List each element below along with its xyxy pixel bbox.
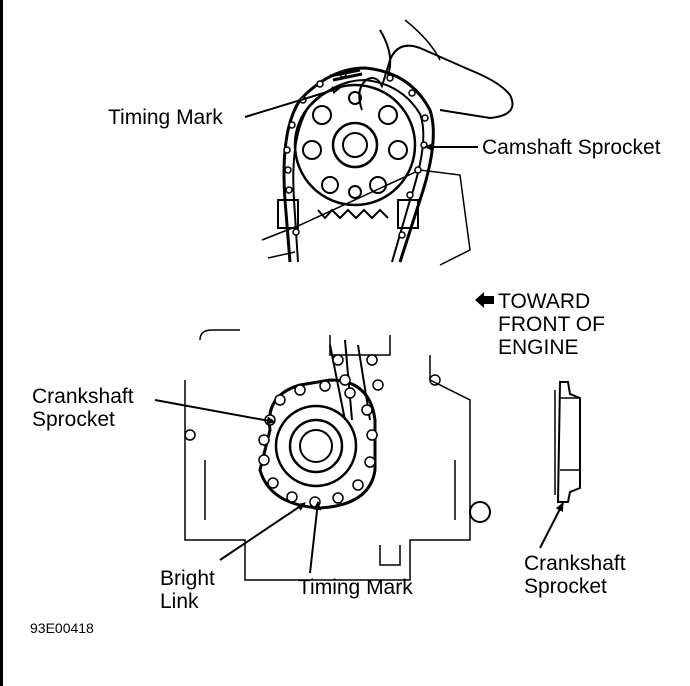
label-crankshaft-sprocket-left: Crankshaft Sprocket xyxy=(32,385,134,431)
leader-bright-link xyxy=(219,502,306,561)
cam-chain xyxy=(282,66,435,263)
label-toward-front-of-engine: TOWARD FRONT OF ENGINE xyxy=(498,290,605,359)
label-crankshaft-sprocket-right: Crankshaft Sprocket xyxy=(524,552,626,598)
leader-crankshaft-sprocket-right xyxy=(539,502,564,549)
figure-code: 93E00418 xyxy=(30,620,94,636)
crankshaft-sprocket-side-view xyxy=(554,381,581,503)
left-border-rule xyxy=(0,0,3,686)
camshaft-sprocket xyxy=(293,83,417,207)
leader-timing-mark-bottom xyxy=(309,501,322,574)
hand-outline xyxy=(358,44,514,120)
label-bright-link: Bright Link xyxy=(160,567,215,613)
crankshaft-sprocket xyxy=(274,404,358,488)
crankshaft-assembly xyxy=(184,329,491,581)
leader-crankshaft-sprocket-left xyxy=(154,399,276,425)
leader-timing-mark-top xyxy=(244,86,341,118)
toward-front-arrow-icon xyxy=(475,292,494,308)
camshaft-assembly xyxy=(261,19,514,266)
label-timing-mark-bottom: Timing Mark xyxy=(298,576,413,599)
label-camshaft-sprocket: Camshaft Sprocket xyxy=(482,136,661,159)
label-timing-mark-top: Timing Mark xyxy=(108,106,223,129)
